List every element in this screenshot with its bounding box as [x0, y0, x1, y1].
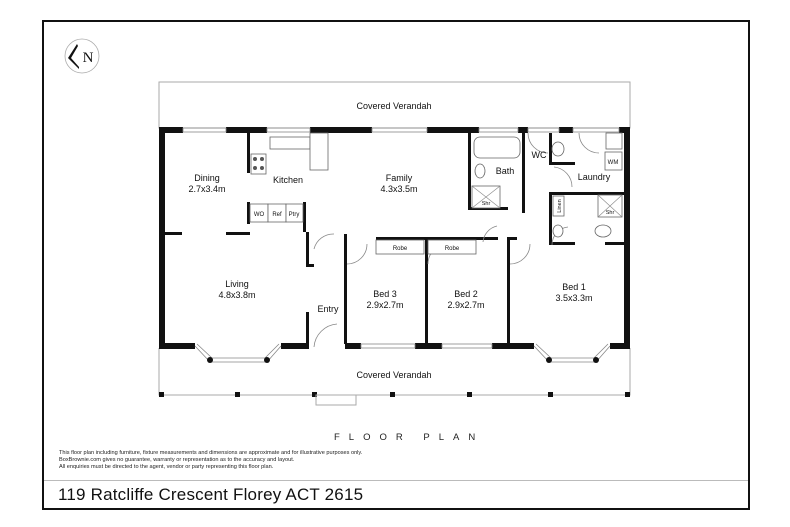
shower-cross	[471, 185, 623, 218]
verandah-top-label: Covered Verandah	[356, 101, 431, 111]
exterior-walls	[159, 127, 630, 349]
room-family-name: Family	[386, 173, 413, 183]
disclaimer-line: BoxBrownie.com gives no guarantee, warra…	[59, 457, 295, 464]
fixture-robe-bed3: Robe	[393, 246, 408, 252]
fixture-robe-bed2: Robe	[445, 246, 460, 252]
floor-plan-frame: Covered Verandah Covered Verandah Dining…	[42, 20, 750, 510]
footer-divider	[44, 480, 748, 481]
fixture-shower-bath: Shr	[482, 201, 491, 207]
room-bed2-name: Bed 2	[454, 289, 478, 299]
room-bed3-name: Bed 3	[373, 289, 397, 299]
fixture-pantry: Ptry	[289, 212, 300, 218]
room-family-size: 4.3x3.5m	[380, 184, 417, 194]
room-bed1-size: 3.5x3.3m	[555, 293, 592, 303]
room-bath-name: Bath	[496, 166, 515, 176]
north-compass-icon: N	[64, 38, 100, 74]
disclaimer-line: This floor plan including furniture, fix…	[59, 450, 363, 456]
plan-title: FLOOR PLAN	[334, 432, 485, 443]
disclaimer-line: All enquiries must be directed to the ag…	[59, 464, 274, 471]
windows	[182, 127, 620, 363]
property-address: 119 Ratcliffe Crescent Florey ACT 2615	[58, 485, 364, 504]
fixture-wo: WO	[254, 212, 265, 218]
room-dining-name: Dining	[194, 173, 220, 183]
room-dining-size: 2.7x3.4m	[188, 184, 225, 194]
floor-plan-drawing: Covered Verandah Covered Verandah Dining…	[158, 81, 631, 406]
fixture-ref: Ref	[272, 212, 282, 218]
disclaimer: This floor plan including furniture, fix…	[59, 450, 362, 472]
room-kitchen-name: Kitchen	[273, 175, 303, 185]
room-bed3-size: 2.9x2.7m	[366, 300, 403, 310]
room-wc-name: WC	[532, 150, 547, 160]
cooktop-burners	[253, 157, 264, 170]
room-bed1-name: Bed 1	[562, 282, 586, 292]
room-bed2-size: 2.9x2.7m	[447, 300, 484, 310]
door-swings	[313, 132, 600, 348]
room-laundry-name: Laundry	[578, 172, 611, 182]
room-living-name: Living	[225, 279, 249, 289]
compass-north-label: N	[83, 50, 94, 66]
fixture-shower-ensuite: Shr	[606, 210, 615, 216]
fixture-linen: Linen	[557, 199, 563, 212]
verandah-posts	[159, 392, 630, 397]
fixture-wm: WM	[608, 160, 619, 166]
interior-walls	[165, 133, 624, 347]
room-living-size: 4.8x3.8m	[218, 290, 255, 300]
front-step	[315, 394, 357, 406]
verandah-bottom-label: Covered Verandah	[356, 370, 431, 380]
room-entry-name: Entry	[317, 304, 339, 314]
